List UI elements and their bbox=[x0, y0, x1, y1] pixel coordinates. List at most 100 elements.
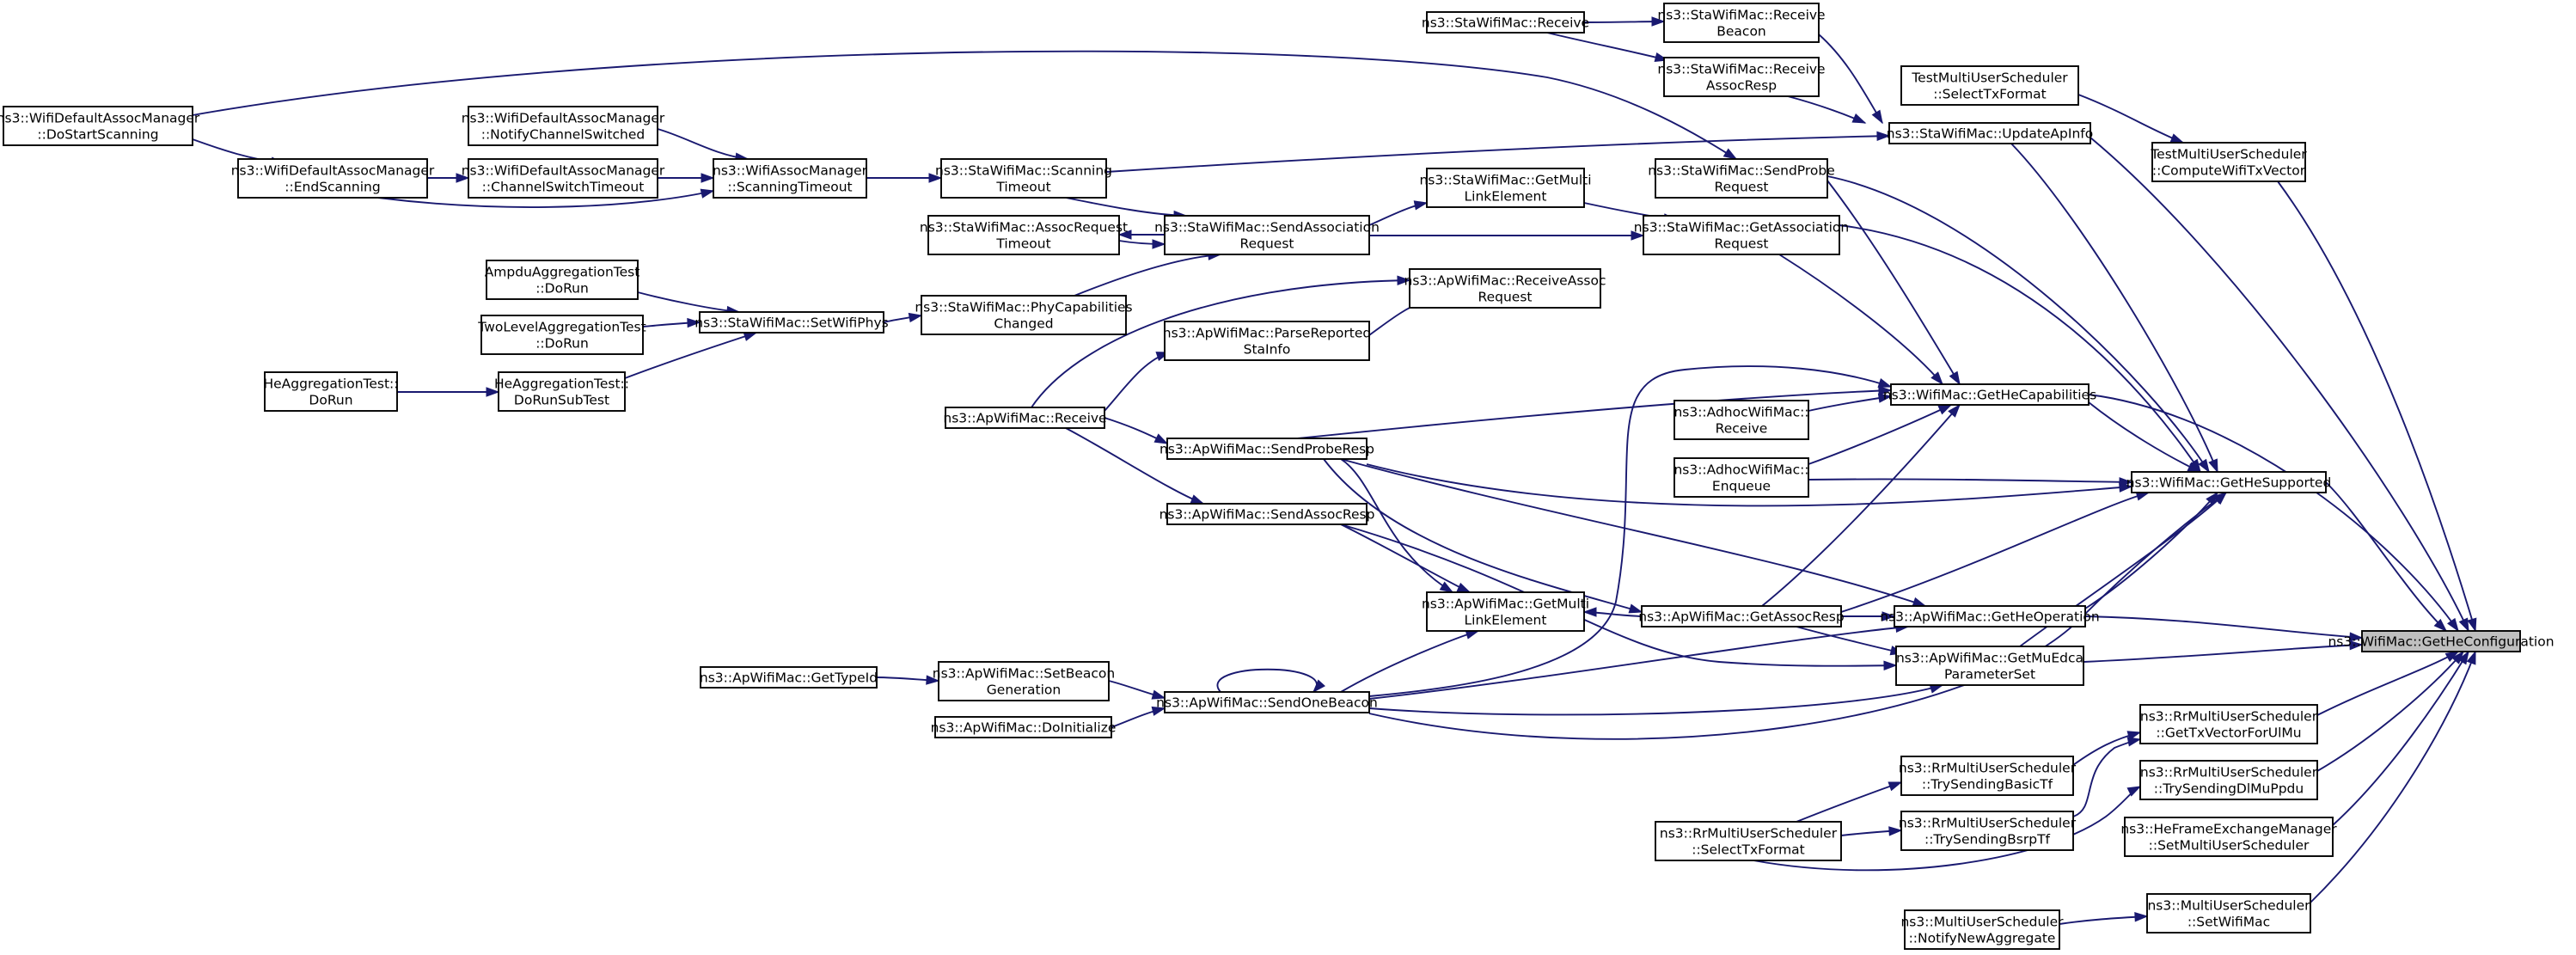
edge-rrbsrptf-to-rrgettxvec bbox=[2072, 738, 2141, 817]
edge-sendproberesp-to-getassocresp bbox=[1323, 458, 1643, 613]
node-box-rrgettxvec bbox=[2139, 704, 2318, 744]
node-label: ParameterSet bbox=[1944, 667, 2035, 683]
node-sendassocresp[interactable]: ns3::ApWifiMac::SendAssocResp bbox=[1160, 503, 1375, 525]
arrowhead-sendassocreq-to-assocreqtimeout bbox=[1117, 230, 1132, 240]
node-rrselecttx[interactable]: ns3::RrMultiUserScheduler::SelectTxForma… bbox=[1655, 821, 1842, 861]
node-apreceive[interactable]: ns3::ApWifiMac::Receive bbox=[943, 407, 1107, 429]
arrowhead-gethecap-to-gethecfg bbox=[2446, 617, 2459, 633]
edge-sendassocresp-to-getmultilink_ap bbox=[1340, 523, 1471, 593]
node-hedorun[interactable]: HeAggregationTest::DoRun bbox=[263, 371, 399, 412]
node-gethecap[interactable]: ns3::WifiMac::GetHeCapabilities bbox=[1883, 383, 2096, 406]
arrowhead-sendproberesp-to-gethesup bbox=[2119, 482, 2133, 493]
node-label: ns3::HeFrameExchangeManager bbox=[2120, 822, 2337, 837]
node-hesubtest[interactable]: HeAggregationTest::DoRunSubTest bbox=[494, 371, 629, 412]
node-label: ns3::ApWifiMac::ReceiveAssoc bbox=[1404, 273, 1606, 289]
node-gethecfg[interactable]: ns3::WifiMac::GetHeConfiguration bbox=[2328, 630, 2555, 652]
node-notifychsw[interactable]: ns3::WifiDefaultAssocManager::NotifyChan… bbox=[462, 106, 665, 146]
edge-sendproberesp-to-getmultilink_ap bbox=[1340, 458, 1453, 593]
edge-sendproberesp-to-gethesup bbox=[1366, 463, 2132, 507]
node-box-receiveassocresp bbox=[1663, 57, 1820, 97]
edge-getassocresp-to-gethecap bbox=[1761, 404, 1961, 607]
node-label: Request bbox=[1715, 180, 1769, 195]
node-hefemsetmu[interactable]: ns3::HeFrameExchangeManager::SetMultiUse… bbox=[2120, 817, 2337, 857]
node-sendproberesp[interactable]: ns3::ApWifiMac::SendProbeResp bbox=[1160, 438, 1374, 460]
edge-sendonebeacon-to-gethecap bbox=[1368, 365, 1892, 697]
edge-phycapchanged-to-sendassocreq bbox=[1074, 254, 1221, 297]
edge-scantimeout_sta-to-updateapinfo bbox=[1105, 135, 1890, 173]
node-musetwifimac[interactable]: ns3::MultiUserScheduler::SetWifiMac bbox=[2146, 893, 2311, 934]
node-scantimeout_sta[interactable]: ns3::StaWifiMac::ScanningTimeout bbox=[935, 158, 1112, 199]
node-label: Generation bbox=[987, 683, 1061, 698]
node-scantimeout_mgr[interactable]: ns3::WifiAssocManager::ScanningTimeout bbox=[713, 158, 868, 199]
node-label: ns3::StaWifiMac::Receive bbox=[1422, 15, 1589, 31]
node-label: ::SetWifiMac bbox=[2187, 915, 2270, 930]
node-sendonebeacon[interactable]: ns3::ApWifiMac::SendOneBeacon bbox=[1156, 691, 1378, 713]
arrowhead-dostartscanning-to-sendprobereq bbox=[1722, 148, 1738, 160]
node-endscanning[interactable]: ns3::WifiDefaultAssocManager::EndScannin… bbox=[231, 158, 435, 199]
node-testselecttx[interactable]: TestMultiUserScheduler::SelectTxFormat bbox=[1900, 65, 2079, 106]
node-rrbasictf[interactable]: ns3::RrMultiUserScheduler::TrySendingBas… bbox=[1899, 756, 2077, 796]
node-setwifiphys[interactable]: ns3::StaWifiMac::SetWifiPhys bbox=[694, 311, 889, 334]
node-label: ns3::ApWifiMac::DoInitialize bbox=[931, 720, 1117, 736]
node-label: ::NotifyNewAggregate bbox=[1909, 931, 2056, 946]
node-gethesup[interactable]: ns3::WifiMac::GetHeSupported bbox=[2126, 471, 2332, 493]
node-munotifyagg[interactable]: ns3::MultiUserScheduler::NotifyNewAggreg… bbox=[1900, 909, 2064, 950]
node-twoleveltest[interactable]: TwoLevelAggregationTest::DoRun bbox=[477, 315, 646, 355]
node-box-scantimeout_sta bbox=[940, 158, 1107, 199]
node-box-testselecttx bbox=[1900, 65, 2079, 106]
node-getheop[interactable]: ns3::ApWifiMac::GetHeOperation bbox=[1880, 605, 2100, 627]
node-adhocenqueue[interactable]: ns3::AdhocWifiMac::Enqueue bbox=[1673, 457, 1809, 498]
node-getassocresp[interactable]: ns3::ApWifiMac::GetAssocResp bbox=[1638, 605, 1845, 627]
arrowhead-getassocreq-to-gethesup bbox=[2189, 458, 2201, 474]
node-label: ::TrySendingBsrpTf bbox=[1924, 832, 2051, 848]
node-dostartscanning[interactable]: ns3::WifiDefaultAssocManager::DoStartSca… bbox=[0, 106, 200, 146]
arrowhead-sendproberesp-to-getmultilink_ap bbox=[1439, 581, 1454, 593]
arrowhead-hedorun-to-hesubtest bbox=[486, 387, 500, 397]
edge-dostartscanning-to-sendprobereq bbox=[192, 50, 1737, 160]
node-ampdutest[interactable]: AmpduAggregationTest::DoRun bbox=[485, 260, 640, 300]
node-updateapinfo[interactable]: ns3::StaWifiMac::UpdateApInfo bbox=[1887, 122, 2093, 144]
node-box-gethecap bbox=[1890, 383, 2090, 406]
node-box-stareceive bbox=[1426, 11, 1585, 34]
node-label: ns3::ApWifiMac::GetTypeId bbox=[700, 670, 878, 686]
node-label: ::DoRun bbox=[535, 336, 589, 352]
arrowhead-sendprobereq-to-gethesup bbox=[2198, 458, 2210, 474]
node-rrgettxvec[interactable]: ns3::RrMultiUserScheduler::GetTxVectorFo… bbox=[2139, 704, 2318, 744]
node-label: ns3::ApWifiMac::GetMuEdca bbox=[1896, 651, 2083, 666]
node-label: ::ComputeWifiTxVector bbox=[2152, 163, 2306, 179]
node-box-sendassocresp bbox=[1166, 503, 1368, 525]
node-label: Timeout bbox=[995, 236, 1050, 252]
node-doinitialize[interactable]: ns3::ApWifiMac::DoInitialize bbox=[931, 716, 1117, 738]
node-box-receiveassocreq bbox=[1409, 268, 1601, 309]
node-rrbsrptf[interactable]: ns3::RrMultiUserScheduler::TrySendingBsr… bbox=[1899, 811, 2077, 851]
node-testcomputetx[interactable]: TestMultiUserScheduler::ComputeWifiTxVec… bbox=[2150, 142, 2307, 182]
graph-edges bbox=[192, 16, 2477, 925]
edge-gethesup-to-gethecfg bbox=[2325, 481, 2447, 632]
node-gettypeid[interactable]: ns3::ApWifiMac::GetTypeId bbox=[700, 666, 878, 689]
node-stareceive[interactable]: ns3::StaWifiMac::Receive bbox=[1422, 11, 1589, 34]
arrowhead-apreceive-to-receiveassocreq bbox=[1397, 275, 1411, 285]
node-chswtimeout[interactable]: ns3::WifiDefaultAssocManager::ChannelSwi… bbox=[462, 158, 665, 199]
node-label: Request bbox=[1715, 236, 1769, 252]
node-box-endscanning bbox=[237, 158, 428, 199]
node-label: ns3::StaWifiMac::UpdateApInfo bbox=[1887, 126, 2093, 142]
edge-scantimeout_sta-to-sendassocreq bbox=[1065, 197, 1187, 217]
node-rrsenddlmu[interactable]: ns3::RrMultiUserScheduler::TrySendingDlM… bbox=[2139, 760, 2318, 800]
node-label: StaInfo bbox=[1244, 342, 1291, 358]
node-box-getheop bbox=[1894, 605, 2086, 627]
arrowhead-testselecttx-to-testcomputetx bbox=[2169, 133, 2185, 144]
node-adhocreceive[interactable]: ns3::AdhocWifiMac::Receive bbox=[1673, 400, 1809, 440]
